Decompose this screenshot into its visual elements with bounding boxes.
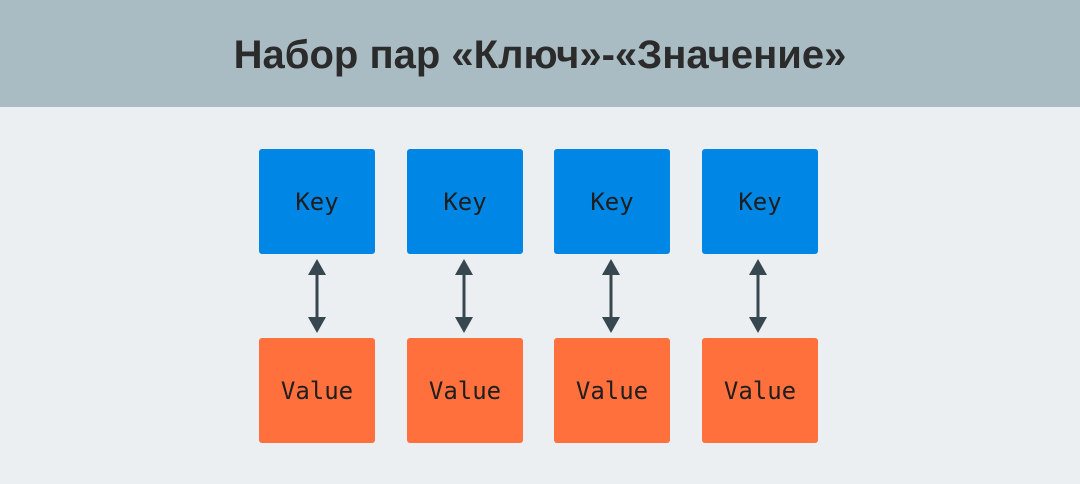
double-arrow-icon-4	[749, 259, 767, 333]
key-label-2: Key	[443, 187, 487, 216]
value-box-1: Value	[259, 338, 375, 443]
value-box-3: Value	[554, 338, 670, 443]
diagram-canvas: Key Value Key Value Key Value Key	[0, 107, 1080, 484]
value-label-4: Value	[723, 376, 797, 405]
double-arrow-icon-3	[602, 259, 620, 333]
value-box-4: Value	[702, 338, 818, 443]
key-label-3: Key	[590, 187, 634, 216]
value-label-3: Value	[575, 376, 649, 405]
value-label-2: Value	[428, 376, 502, 405]
value-label-1: Value	[280, 376, 354, 405]
header-bar: Набор пар «Ключ»-«Значение»	[0, 0, 1080, 107]
key-box-1: Key	[259, 149, 375, 254]
key-label-1: Key	[295, 187, 339, 216]
key-label-4: Key	[738, 187, 782, 216]
value-box-2: Value	[407, 338, 523, 443]
double-arrow-icon-2	[455, 259, 473, 333]
key-box-3: Key	[554, 149, 670, 254]
double-arrow-icon-1	[308, 259, 326, 333]
key-box-2: Key	[407, 149, 523, 254]
key-box-4: Key	[702, 149, 818, 254]
page-title: Набор пар «Ключ»-«Значение»	[233, 33, 847, 77]
